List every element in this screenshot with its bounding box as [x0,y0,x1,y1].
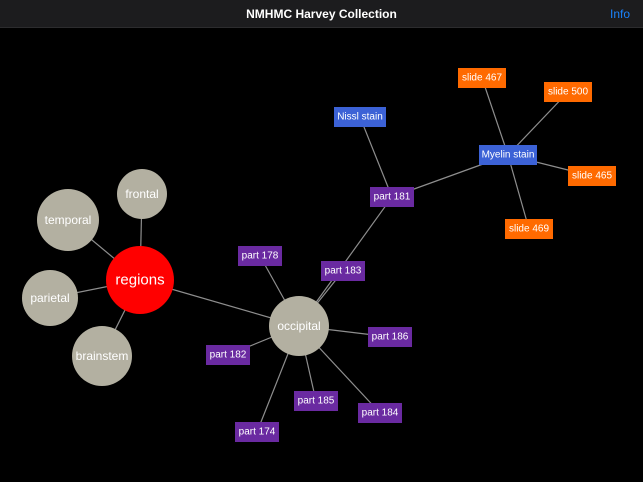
node-slide-500-box [544,82,592,102]
node-brainstem-circle [72,326,132,386]
node-slide-469-box [505,219,553,239]
node-slide-467-box [458,68,506,88]
node-part-182-box [206,345,250,365]
node-part-181-label: part 181 [374,192,411,203]
edge-part181-nissl [359,116,393,198]
node-nissl-stain[interactable]: Nissl stain [334,107,386,127]
node-frontal[interactable]: frontal [117,169,167,219]
node-slide-465-box [568,166,616,186]
node-regions[interactable]: regions [106,246,174,314]
node-slide-465-label: slide 465 [572,171,612,182]
node-part-174-box [235,422,279,442]
node-part-185-box [294,391,338,411]
node-temporal-circle [37,189,99,251]
node-part-184[interactable]: part 184 [358,403,402,423]
node-parietal-label: parietal [30,291,69,305]
node-part-181-box [370,187,414,207]
node-part-182-label: part 182 [210,350,247,361]
node-regions-circle [106,246,174,314]
node-part-182[interactable]: part 182 [206,345,250,365]
page-title: NMHMC Harvey Collection [246,7,397,21]
node-part-186[interactable]: part 186 [368,327,412,347]
info-button[interactable]: Info [609,7,630,21]
node-myelin-stain[interactable]: Myelin stain [479,145,537,165]
node-nissl-stain-box [334,107,386,127]
edge-myelin-slide500 [507,91,569,156]
node-nissl-stain-label: Nissl stain [337,112,383,123]
node-occipital-label: occipital [277,319,320,333]
node-brainstem-label: brainstem [76,349,129,363]
node-part-174[interactable]: part 174 [235,422,279,442]
node-frontal-label: frontal [125,187,158,201]
node-occipital-circle [269,296,329,356]
node-myelin-stain-label: Myelin stain [482,150,535,161]
node-part-183[interactable]: part 183 [321,261,365,281]
node-part-184-box [358,403,402,423]
node-part-184-label: part 184 [362,408,399,419]
node-temporal-label: temporal [45,213,92,227]
navigation-bar: NMHMC Harvey Collection Info [0,0,643,28]
node-brainstem[interactable]: brainstem [72,326,132,386]
node-slide-500-label: slide 500 [548,87,588,98]
node-part-178-label: part 178 [242,251,279,262]
node-regions-label: regions [115,272,164,289]
node-occipital[interactable]: occipital [269,296,329,356]
node-frontal-circle [117,169,167,219]
node-part-185[interactable]: part 185 [294,391,338,411]
node-slide-465[interactable]: slide 465 [568,166,616,186]
node-slide-469-label: slide 469 [509,224,549,235]
node-part-178[interactable]: part 178 [238,246,282,266]
node-part-181[interactable]: part 181 [370,187,414,207]
node-part-185-label: part 185 [298,396,335,407]
node-part-178-box [238,246,282,266]
node-part-174-label: part 174 [239,427,276,438]
node-slide-467-label: slide 467 [462,73,502,84]
edge-myelin-slide469 [507,154,530,230]
node-temporal[interactable]: temporal [37,189,99,251]
node-slide-469[interactable]: slide 469 [505,219,553,239]
node-part-183-label: part 183 [325,266,362,277]
edge-myelin-slide467 [481,77,509,156]
node-part-186-label: part 186 [372,332,409,343]
node-slide-500[interactable]: slide 500 [544,82,592,102]
node-parietal[interactable]: parietal [22,270,78,326]
node-parietal-circle [22,270,78,326]
node-part-186-box [368,327,412,347]
node-part-183-box [321,261,365,281]
node-myelin-stain-box [479,145,537,165]
node-slide-467[interactable]: slide 467 [458,68,506,88]
